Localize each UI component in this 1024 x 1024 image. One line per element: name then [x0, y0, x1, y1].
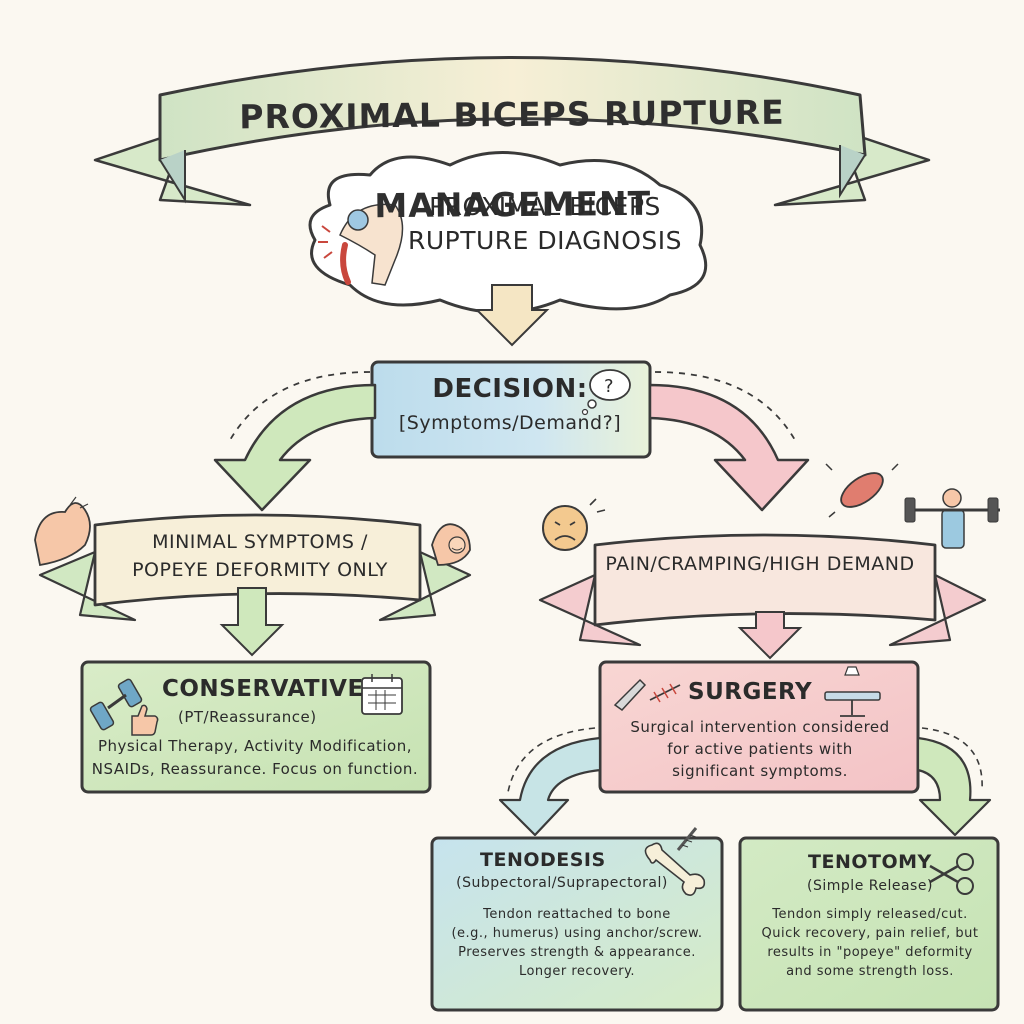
diagnosis-line-2: RUPTURE DIAGNOSIS — [407, 226, 683, 255]
conservative-body-line-1: Physical Therapy, Activity Modification, — [97, 737, 413, 755]
diagnosis-cloud — [308, 151, 708, 314]
arrow-surgery-to-tenodesis — [498, 727, 602, 837]
arrow-decision-to-left-branch — [213, 371, 377, 512]
conservative-box — [80, 660, 432, 794]
calendar-icon — [361, 674, 403, 715]
conservative-title: CONSERVATIVE — [162, 676, 364, 702]
left-branch-line-1: MINIMAL SYMPTOMS / — [152, 531, 368, 553]
arrow-to-surgery — [737, 611, 803, 660]
tenodesis-subtitle: (Subpectoral/Suprapectoral) — [456, 875, 668, 891]
thumbs-up-icon — [131, 704, 159, 736]
decision-title: DECISION: — [432, 374, 588, 404]
cramping-muscle-icon — [825, 463, 899, 518]
tenotomy-body: Tendon simply released/cut. Quick recove… — [745, 905, 995, 981]
conservative-body: Physical Therapy, Activity Modification,… — [90, 735, 420, 781]
arrow-diagnosis-to-decision — [474, 284, 550, 347]
svg-text:?: ? — [604, 376, 614, 397]
arrow-decision-to-right-branch — [648, 371, 810, 512]
decision-subtitle: [Symptoms/Demand?] — [398, 412, 622, 434]
tenotomy-body-line-2: Quick recovery, pain relief, but — [761, 926, 979, 941]
resistance-band-icon — [89, 678, 143, 731]
tenotomy-title: TENOTOMY — [808, 851, 932, 873]
surgery-body-line-3: significant symptoms. — [672, 762, 848, 780]
diagnosis-line-1: PROXIMAL BICEPS — [429, 192, 661, 221]
surgery-box — [598, 660, 920, 794]
question-thought-icon: ? — [581, 369, 631, 416]
tenodesis-body-line-3: Preserves strength & appearance. — [458, 945, 696, 960]
diagram-title: PROXIMAL BICEPS RUPTURE MANAGEMENT — [239, 92, 785, 226]
bone-screw-icon — [644, 827, 706, 896]
diagnosis-label: PROXIMAL BICEPS RUPTURE DIAGNOSIS — [395, 190, 695, 258]
operating-table-icon — [824, 666, 881, 717]
weightlifter-icon — [904, 488, 1000, 549]
title-ribbon — [93, 56, 931, 207]
sutures-icon — [649, 683, 681, 703]
pain-face-icon — [542, 498, 606, 551]
left-branch-banner — [34, 496, 472, 622]
tenodesis-body-line-2: (e.g., humerus) using anchor/screw. — [451, 926, 703, 941]
surgery-title: SURGERY — [688, 679, 813, 705]
left-branch-label: MINIMAL SYMPTOMS / POPEYE DEFORMITY ONLY — [110, 528, 410, 584]
smiling-arm-icon — [431, 523, 471, 566]
surgery-body: Surgical intervention considered for act… — [605, 716, 915, 782]
tenodesis-box — [430, 827, 724, 1012]
tenodesis-body-line-1: Tendon reattached to bone — [483, 907, 671, 922]
decision-box: ? — [370, 360, 652, 459]
shoulder-anatomy-icon — [318, 203, 404, 286]
surgery-body-line-1: Surgical intervention considered — [630, 718, 890, 736]
scissors-icon — [929, 853, 974, 895]
right-branch-banner — [538, 463, 1000, 647]
arrow-surgery-to-tenotomy — [916, 727, 992, 837]
tenotomy-box — [738, 836, 1000, 1012]
left-branch-line-2: POPEYE DEFORMITY ONLY — [132, 559, 388, 581]
conservative-body-line-2: NSAIDs, Reassurance. Focus on function. — [91, 760, 419, 778]
tenotomy-subtitle: (Simple Release) — [807, 878, 933, 894]
tenodesis-body-line-4: Longer recovery. — [518, 964, 636, 979]
tenotomy-body-line-1: Tendon simply released/cut. — [772, 907, 968, 922]
right-branch-label: PAIN/CRAMPING/HIGH DEMAND — [605, 553, 915, 575]
arrow-to-conservative — [219, 587, 285, 657]
conservative-subtitle: (PT/Reassurance) — [178, 708, 317, 726]
scalpel-icon — [613, 678, 647, 711]
tenodesis-body: Tendon reattached to bone (e.g., humerus… — [437, 905, 717, 981]
surgery-body-line-2: for active patients with — [667, 740, 853, 758]
tenotomy-body-line-4: and some strength loss. — [786, 964, 954, 979]
flexed-arm-icon — [34, 496, 91, 567]
tenodesis-title: TENODESIS — [480, 849, 606, 871]
tenotomy-body-line-3: results in "popeye" deformity — [767, 945, 973, 960]
